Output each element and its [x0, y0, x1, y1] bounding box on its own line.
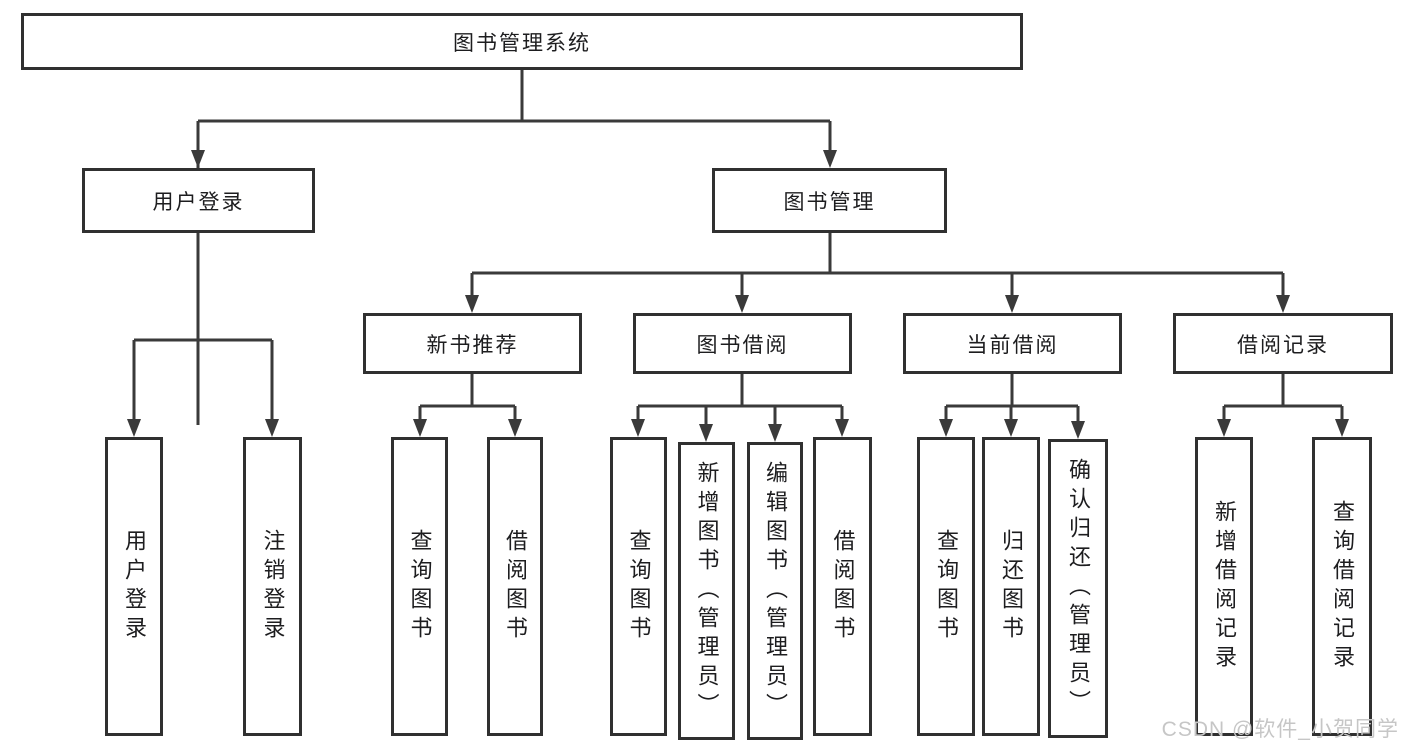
csdn-watermark: CSDN @软件_小贺同学 — [1161, 718, 1399, 741]
node-current-borrow: 当前借阅 — [903, 313, 1122, 374]
leaf-return-books: 归还图书 — [982, 437, 1040, 736]
node-user-login-branch: 用户登录 — [82, 168, 315, 233]
node-label: 查询图书 — [407, 528, 433, 645]
node-label: 注销登录 — [260, 528, 286, 645]
node-label: 新增借阅记录 — [1212, 499, 1237, 674]
leaf-query-books-1: 查询图书 — [391, 437, 448, 736]
leaf-edit-books-admin: 编辑图书（管理员） — [747, 442, 803, 740]
node-new-book-recommend: 新书推荐 — [363, 313, 582, 374]
node-label: 借阅记录 — [1237, 333, 1329, 357]
leaf-logout: 注销登录 — [243, 437, 302, 736]
leaf-borrow-books-2: 借阅图书 — [813, 437, 872, 736]
leaf-query-books-2: 查询图书 — [610, 437, 667, 736]
node-label: 图书管理系统 — [453, 31, 591, 55]
node-label: 图书管理 — [783, 190, 876, 214]
node-borrow-records: 借阅记录 — [1173, 313, 1393, 374]
node-label: 归还图书 — [999, 528, 1024, 645]
arrowheads — [127, 150, 1349, 442]
node-label: 查询图书 — [626, 528, 652, 645]
node-label: 借阅图书 — [830, 528, 856, 645]
node-label: 借阅图书 — [503, 528, 528, 645]
node-root-system: 图书管理系统 — [21, 13, 1023, 70]
leaf-borrow-books-1: 借阅图书 — [487, 437, 543, 736]
node-label: 查询图书 — [934, 528, 959, 645]
node-label: 编辑图书（管理员） — [763, 460, 788, 722]
node-label: 新书推荐 — [426, 333, 519, 357]
node-book-management-branch: 图书管理 — [712, 168, 947, 233]
node-label: 确认归还（管理员） — [1066, 458, 1091, 719]
node-label: 查询借阅记录 — [1330, 499, 1355, 674]
node-label: 当前借阅 — [966, 333, 1059, 357]
node-label: 用户登录 — [122, 528, 147, 645]
leaf-confirm-return-admin: 确认归还（管理员） — [1048, 439, 1108, 738]
node-label: 用户登录 — [152, 190, 245, 214]
leaf-user-login: 用户登录 — [105, 437, 163, 736]
node-book-borrow: 图书借阅 — [633, 313, 852, 374]
node-label: 图书借阅 — [696, 333, 789, 357]
leaf-query-books-3: 查询图书 — [917, 437, 975, 736]
node-label: 新增图书（管理员） — [694, 460, 720, 722]
leaf-query-borrow-record: 查询借阅记录 — [1312, 437, 1372, 736]
leaf-add-borrow-record: 新增借阅记录 — [1195, 437, 1253, 736]
leaf-add-books-admin: 新增图书（管理员） — [678, 442, 735, 740]
